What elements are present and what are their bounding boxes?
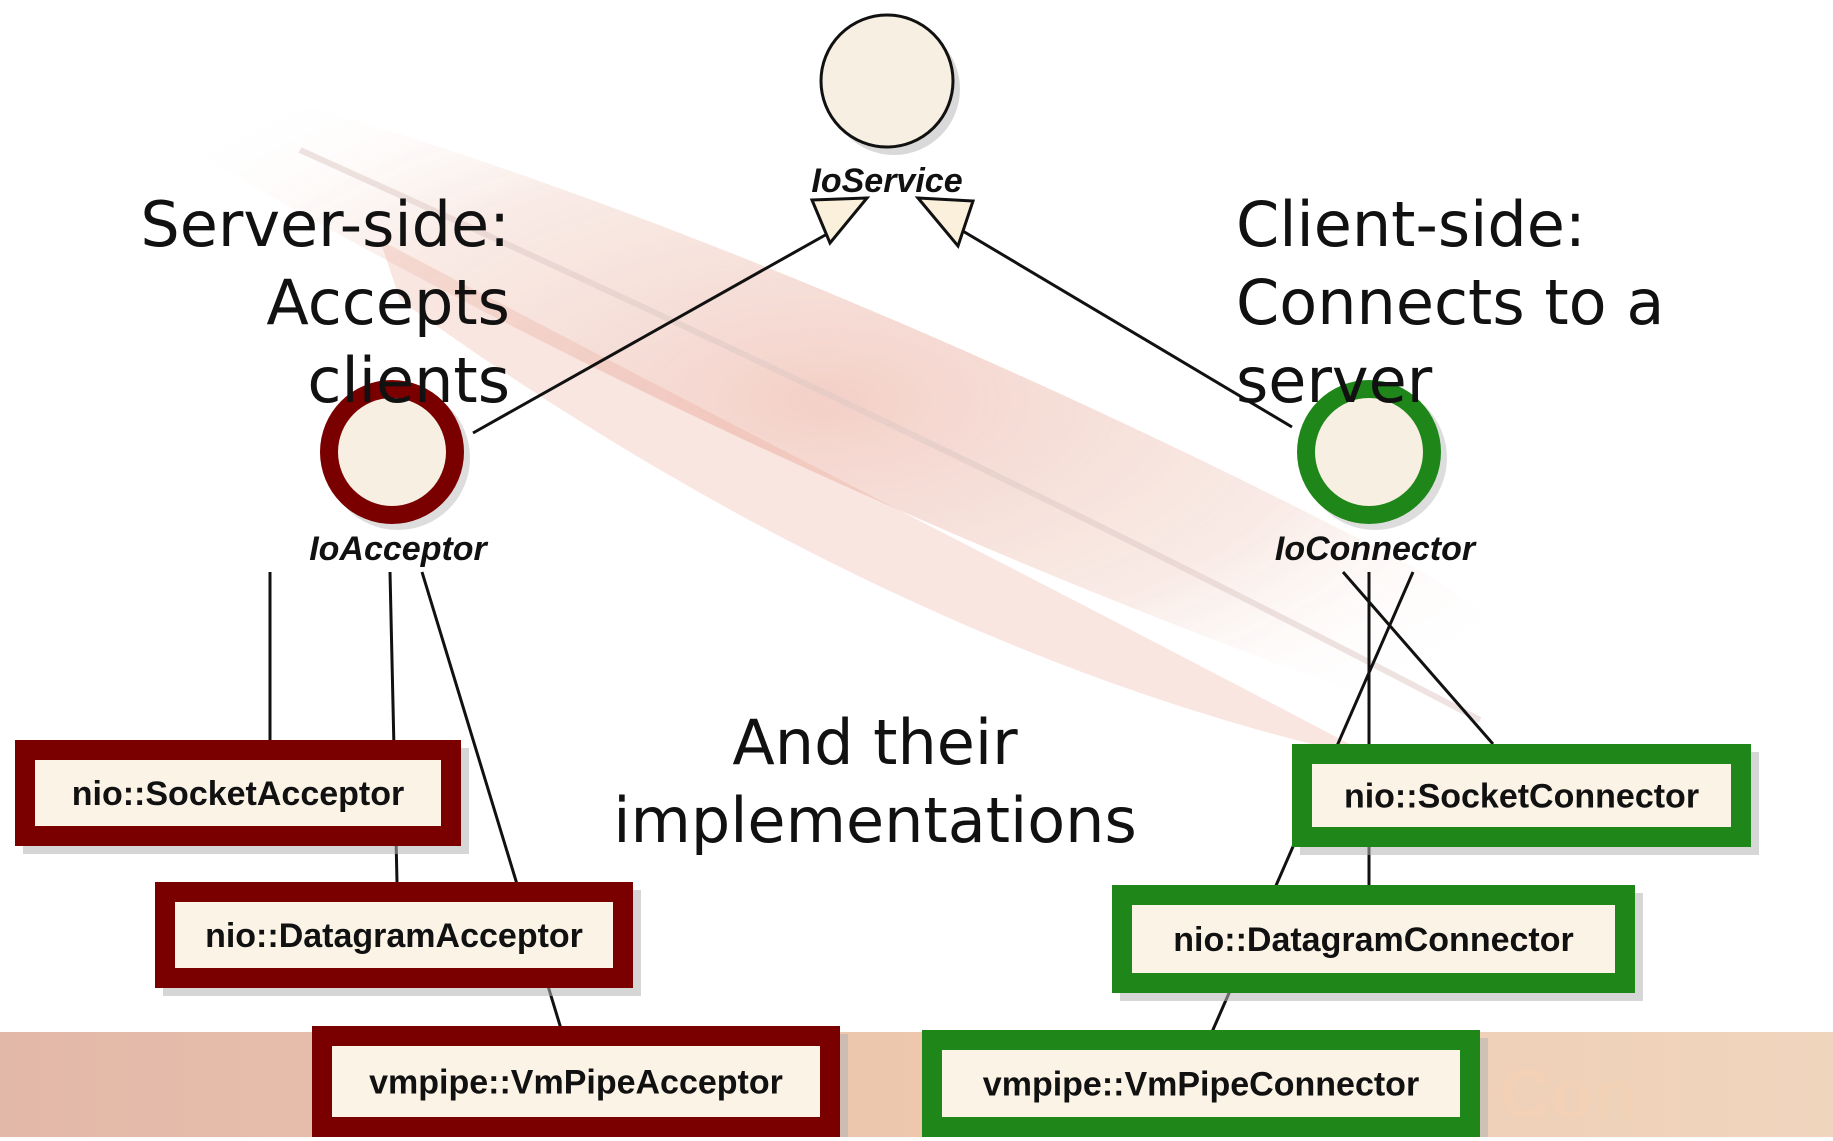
inheritance-arrowhead-right <box>914 196 976 250</box>
impl-label: nio::SocketConnector <box>1344 778 1699 816</box>
ioconnector-label: IoConnector <box>1275 530 1477 568</box>
bottom-band: Con <box>0 1032 1833 1137</box>
impl-label: vmpipe::VmPipeConnector <box>983 1066 1419 1104</box>
boxes-layer: nio::SocketAcceptornio::DatagramAcceptor… <box>15 740 1759 1141</box>
ioservice-label: IoService <box>811 162 962 200</box>
impl-box-nio-datagramconnector: nio::DatagramConnector <box>1112 885 1643 1001</box>
impl-label: nio::SocketAcceptor <box>72 775 405 813</box>
impl-box-nio-datagramacceptor: nio::DatagramAcceptor <box>155 882 641 996</box>
edge-ioacceptor-ioservice <box>472 227 837 435</box>
ioconnector-node <box>1315 398 1423 506</box>
client-side-caption: Client-side: Connects to a server <box>1236 188 1665 417</box>
server-side-caption: Server-side: Accepts clients <box>140 188 510 417</box>
impl-box-vmpipe-vmpipeconnector: vmpipe::VmPipeConnector <box>922 1030 1488 1141</box>
feather-watermark <box>120 60 1528 760</box>
ioservice-node <box>819 13 955 149</box>
inheritance-arrowhead-left <box>809 196 871 246</box>
ioacceptor-node <box>338 398 446 506</box>
impl-label: nio::DatagramConnector <box>1173 921 1573 959</box>
impl-label: nio::DatagramAcceptor <box>205 917 583 955</box>
impl-box-nio-socketconnector: nio::SocketConnector <box>1292 744 1759 855</box>
impl-label: vmpipe::VmPipeAcceptor <box>369 1064 783 1102</box>
impl-box-nio-socketacceptor: nio::SocketAcceptor <box>15 740 469 854</box>
impl-box-vmpipe-vmpipeacceptor: vmpipe::VmPipeAcceptor <box>312 1026 848 1141</box>
implementations-caption: And their implementations <box>613 706 1137 857</box>
svg-text:Con: Con <box>1500 1055 1636 1133</box>
edge-ioconnector-ioservice <box>950 222 1293 429</box>
ioacceptor-label: IoAcceptor <box>309 530 488 568</box>
